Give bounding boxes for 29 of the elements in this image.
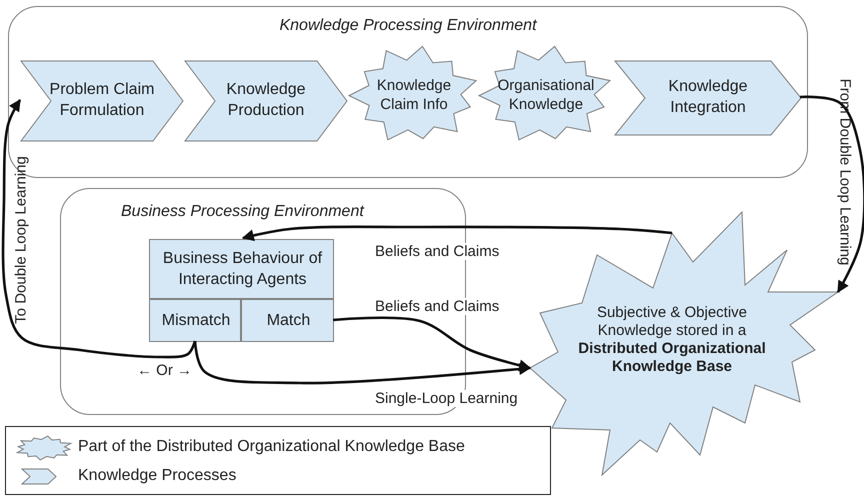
node-label: Subjective & Objective Knowledge stored in a Distributed Organizational Knowledge Base xyxy=(577,303,767,377)
arrow xyxy=(2,99,196,358)
process-step xyxy=(21,61,183,141)
process-step xyxy=(615,61,801,135)
arrow xyxy=(332,316,532,372)
arrow xyxy=(194,340,532,384)
legend-text: Knowledge Processes xyxy=(78,467,236,485)
edge-label: To Double Loop Learning xyxy=(12,155,30,326)
node-label: Knowledge Production xyxy=(225,80,307,121)
panel-heading: Business Processing Environment xyxy=(121,203,364,221)
node-label: Match xyxy=(266,311,312,332)
edge-label: Beliefs and Claims xyxy=(373,243,502,260)
process-step xyxy=(185,61,347,141)
arrow xyxy=(800,96,864,294)
panel-heading: Knowledge Processing Environment xyxy=(278,17,538,35)
agent-box xyxy=(149,239,334,299)
node-label: Business Behaviour of Interacting Agents xyxy=(162,249,324,290)
edge-label: Beliefs and Claims xyxy=(373,298,502,315)
choice-label: ← Or → xyxy=(137,362,192,379)
edge-label: From Double Loop Learning xyxy=(836,78,854,268)
mismatch-box xyxy=(149,299,241,342)
arrow xyxy=(242,226,672,242)
node-label: Knowledge Claim Info xyxy=(376,76,452,115)
edge-label: Single-Loop Learning xyxy=(373,390,520,407)
node-label: Problem Claim Formulation xyxy=(48,80,156,121)
legend-text: Part of the Distributed Organizational Knowledge Base xyxy=(78,438,465,456)
match-box xyxy=(241,299,334,342)
node-label: Mismatch xyxy=(160,311,232,332)
node-label: Knowledge Integration xyxy=(667,77,749,118)
